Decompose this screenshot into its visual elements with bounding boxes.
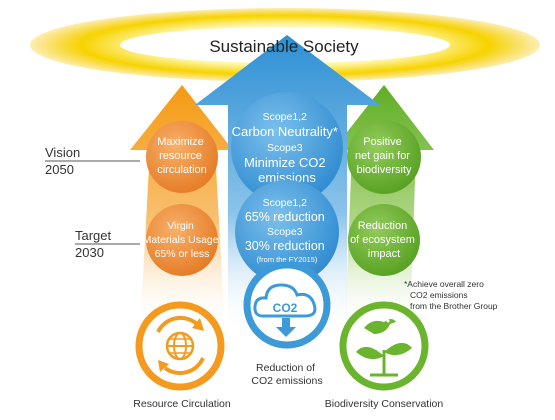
left-target-bubble	[146, 204, 218, 276]
center-target-text: Scope1,2 65% reduction Scope3 30% reduct…	[245, 193, 329, 264]
center-vision-bubble	[231, 92, 343, 204]
center-target-line: (from the FY2015)	[257, 255, 318, 264]
left-vision-line: Maximize	[157, 136, 203, 148]
resource-circulation-label: Resource Circulation	[133, 398, 231, 410]
target-label: Target	[75, 228, 112, 243]
carbon-bottom-line: CO2 emissions	[251, 375, 322, 387]
footnote-line: from the Brother Group	[410, 301, 498, 311]
center-vision-text: Scope1,2 Carbon Neutrality* Scope3 Minim…	[232, 107, 343, 185]
biodiversity-conservation-label: Biodiversity Conservation	[325, 398, 444, 410]
vision-label: Vision	[45, 145, 80, 160]
right-vision-bubble	[347, 120, 421, 194]
left-vision-text: Maximize resource circulation	[157, 136, 207, 176]
carbon-bottom-line: Reduction of	[256, 362, 315, 374]
carbon-bottom-label: Reduction of CO2 emissions	[251, 362, 322, 387]
target-year: 2030	[75, 245, 104, 260]
left-target-line: 65% or less	[155, 248, 210, 260]
center-vision-line: Carbon Neutrality*	[232, 124, 338, 139]
center-vision-line: Minimize CO2	[244, 155, 326, 170]
footnote: *Achieve overall zero CO2 emissions from…	[404, 279, 498, 311]
right-target-line: of ecosystem	[350, 234, 415, 246]
right-target-bubble	[348, 204, 420, 276]
vision-year: 2050	[45, 162, 74, 177]
center-target-line: Scope3	[267, 226, 303, 238]
left-target-line: Materials Usage	[143, 234, 219, 246]
right-vision-text: Positive net gain for biodiversity	[355, 136, 413, 176]
right-target-line: Reduction	[358, 220, 408, 232]
right-vision-line: net gain for	[355, 150, 410, 162]
left-target-line: Virgin	[167, 220, 194, 232]
center-target-line: 30% reduction	[245, 239, 325, 253]
bird-sprout-icon	[339, 301, 429, 391]
center-target-line: 65% reduction	[245, 210, 325, 224]
right-vision-line: Positive	[363, 136, 402, 148]
right-vision-line: biodiversity	[356, 164, 412, 176]
co2-icon-text: CO2	[273, 301, 298, 315]
left-vision-line: circulation	[157, 164, 207, 176]
center-vision-line: Scope1,2	[263, 111, 308, 123]
left-vision-line: resource	[159, 150, 202, 162]
cloud-co2-icon: CO2	[243, 261, 331, 349]
diagram-title: Sustainable Society	[209, 37, 359, 56]
footnote-line: CO2 emissions	[410, 290, 468, 300]
left-vision-bubble	[146, 121, 218, 193]
globe-recycle-icon	[135, 301, 225, 391]
center-vision-line: Scope3	[267, 142, 303, 154]
footnote-line: *Achieve overall zero	[404, 279, 484, 289]
center-target-bubble	[235, 180, 339, 284]
right-target-text: Reduction of ecosystem impact	[350, 220, 418, 260]
left-target-text: Virgin Materials Usage 65% or less	[143, 220, 222, 260]
center-target-line: Scope1,2	[263, 197, 308, 209]
right-target-line: impact	[368, 248, 400, 260]
center-vision-line: emissions	[258, 170, 316, 185]
